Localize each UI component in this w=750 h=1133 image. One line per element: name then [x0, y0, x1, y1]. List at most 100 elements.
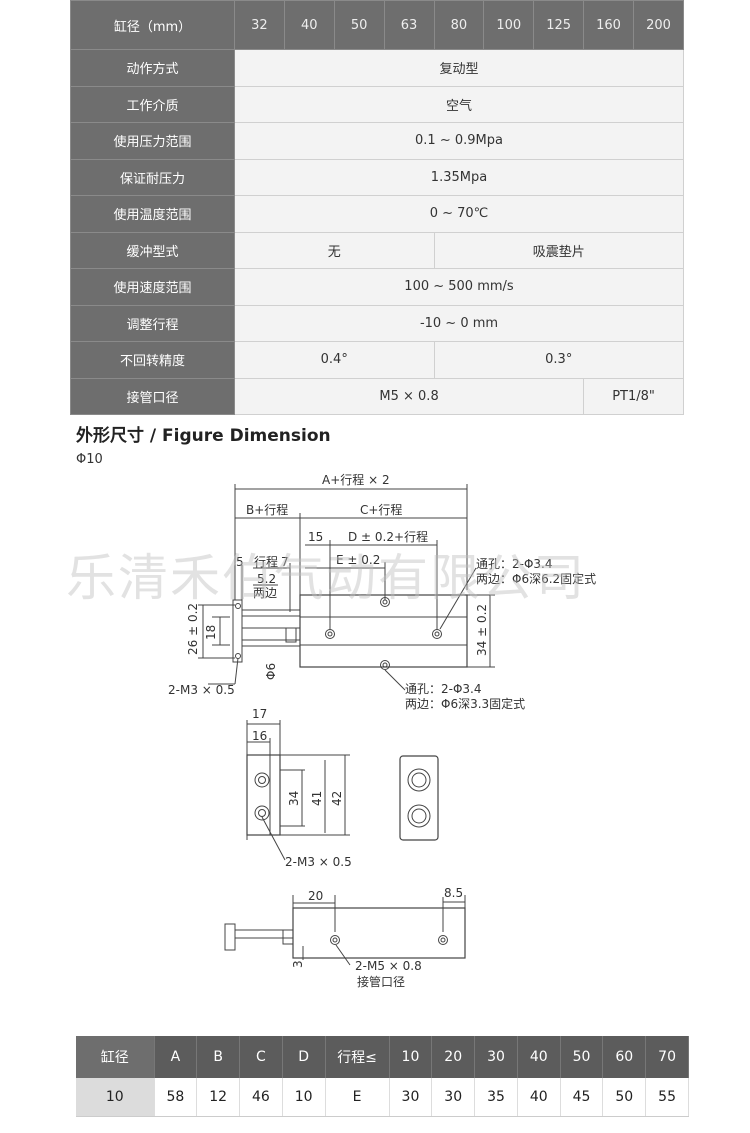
- spec-value: M5 × 0.8: [233, 377, 585, 415]
- thread-port: 2-M5 × 0.8: [355, 959, 422, 973]
- spec-value: PT1/8": [583, 377, 684, 415]
- spec-row: 调整行程 -10 ~ 0 mm: [70, 304, 684, 342]
- hole-note-bottom-1: 通孔：2-Φ3.4: [405, 682, 482, 696]
- header-cell: 60: [602, 1036, 647, 1078]
- dim-b-stroke: B+行程: [246, 502, 288, 517]
- bore-label: 缸径（mm）: [70, 0, 235, 50]
- dim-41: 41: [310, 791, 324, 806]
- bore-cell: 160: [583, 0, 634, 50]
- bore-cell: 80: [433, 0, 485, 50]
- thread-side: 2-M3 × 0.5: [285, 855, 352, 869]
- value-cell: 10: [282, 1078, 326, 1117]
- dim-26: 26 ± 0.2: [186, 603, 200, 655]
- dimension-header-row: 缸径 A B C D 行程≤ 10 20 30 40 50 60 70: [76, 1036, 689, 1078]
- header-cell: 70: [645, 1036, 689, 1078]
- dim-phi6: Φ6: [264, 663, 278, 680]
- spec-value: -10 ~ 0 mm: [234, 304, 684, 342]
- spec-label: 使用压力范围: [70, 122, 235, 160]
- header-cell: 50: [560, 1036, 604, 1078]
- dim-two-sides: 两边: [253, 586, 277, 600]
- bore-cell: 100: [483, 0, 535, 50]
- header-cell: A: [154, 1036, 198, 1078]
- value-cell: 50: [602, 1078, 647, 1117]
- value-cell: 10: [76, 1078, 155, 1117]
- spec-label: 使用温度范围: [70, 195, 235, 233]
- value-cell: 30: [431, 1078, 476, 1117]
- spec-row: 使用温度范围 0 ~ 70℃: [70, 195, 684, 233]
- header-cell: 行程≤: [325, 1036, 390, 1078]
- spec-label: 工作介质: [70, 85, 235, 123]
- dim-34: 34: [287, 791, 301, 806]
- dim-42: 42: [330, 791, 344, 806]
- value-cell: 30: [389, 1078, 433, 1117]
- spec-label: 接管口径: [70, 377, 235, 415]
- spec-row: 缓冲型式 无 吸震垫片: [70, 231, 684, 269]
- spec-row: 动作方式 复动型: [70, 49, 684, 87]
- spec-value: 1.35Mpa: [234, 158, 684, 196]
- hole-note-top-2: 两边：Φ6深6.2固定式: [476, 571, 596, 586]
- dim-5: 5: [236, 555, 244, 569]
- bore-cell: 63: [383, 0, 435, 50]
- value-cell: 46: [239, 1078, 283, 1117]
- dim-stroke-word: 行程: [254, 554, 278, 569]
- value-cell: 40: [517, 1078, 561, 1117]
- header-cell: 缸径: [76, 1036, 155, 1078]
- header-cell: 40: [517, 1036, 561, 1078]
- dim-15: 15: [308, 530, 323, 544]
- spec-label: 缓冲型式: [70, 231, 235, 269]
- value-cell: 35: [474, 1078, 518, 1117]
- spec-value: 0.1 ~ 0.9Mpa: [234, 122, 684, 160]
- spec-label: 调整行程: [70, 304, 235, 342]
- dim-20: 20: [308, 889, 323, 903]
- header-cell: 30: [474, 1036, 518, 1078]
- dimension-table: 缸径 A B C D 行程≤ 10 20 30 40 50 60 70 10 5…: [76, 1036, 689, 1117]
- bore-cell: 200: [633, 0, 684, 50]
- dim-7: 7: [281, 555, 289, 569]
- dim-3: 3: [291, 960, 305, 968]
- spec-value: 吸震垫片: [433, 231, 684, 269]
- spec-value: 0.3°: [433, 341, 684, 379]
- hole-note-top-1: 通孔：2-Φ3.4: [476, 557, 553, 571]
- spec-row: 不回转精度 0.4° 0.3°: [70, 341, 684, 379]
- header-cell: D: [282, 1036, 326, 1078]
- dim-e-tol: E ± 0.2: [336, 553, 380, 567]
- spec-value: 0.4°: [234, 341, 435, 379]
- value-cell: 58: [154, 1078, 198, 1117]
- value-cell: 45: [560, 1078, 604, 1117]
- header-cell: 10: [389, 1036, 433, 1078]
- bore-cell: 40: [283, 0, 335, 50]
- thread-left: 2-M3 × 0.5: [168, 683, 235, 697]
- value-cell: E: [325, 1078, 390, 1117]
- spec-table: 缸径（mm） 32 40 50 63 80 100 125 160 200 动作…: [70, 0, 684, 415]
- spec-row: 使用压力范围 0.1 ~ 0.9Mpa: [70, 122, 684, 160]
- spec-row: 接管口径 M5 × 0.8 PT1/8": [70, 377, 684, 415]
- dim-5-2: 5.2: [257, 572, 276, 586]
- dim-d-stroke: D ± 0.2+行程: [348, 529, 428, 544]
- section-subtitle: Φ10: [76, 452, 103, 467]
- spec-value: 100 ~ 500 mm/s: [234, 268, 684, 306]
- dimension-value-row: 10 58 12 46 10 E 30 30 35 40 45 50 55: [76, 1078, 689, 1117]
- dim-c-stroke: C+行程: [360, 502, 402, 517]
- header-cell: C: [239, 1036, 283, 1078]
- value-cell: 55: [645, 1078, 689, 1117]
- dim-18: 18: [204, 625, 218, 640]
- spec-label: 动作方式: [70, 49, 235, 87]
- spec-header-row: 缸径（mm） 32 40 50 63 80 100 125 160 200: [70, 0, 684, 50]
- section-title: 外形尺寸 / Figure Dimension: [76, 426, 331, 446]
- value-cell: 12: [196, 1078, 241, 1117]
- dim-8-5: 8.5: [444, 886, 463, 900]
- dim-34-tol: 34 ± 0.2: [475, 604, 489, 656]
- dim-16: 16: [252, 729, 267, 743]
- spec-value: 无: [234, 231, 435, 269]
- header-cell: B: [196, 1036, 241, 1078]
- spec-value: 空气: [234, 85, 684, 123]
- dim-17: 17: [252, 707, 267, 721]
- spec-label: 使用速度范围: [70, 268, 235, 306]
- bore-cell: 125: [533, 0, 585, 50]
- dim-a-stroke: A+行程 × 2: [322, 472, 390, 487]
- spec-row: 工作介质 空气: [70, 85, 684, 123]
- port-label: 接管口径: [357, 974, 405, 989]
- hole-note-bottom-2: 两边：Φ6深3.3固定式: [405, 696, 525, 711]
- header-cell: 20: [431, 1036, 476, 1078]
